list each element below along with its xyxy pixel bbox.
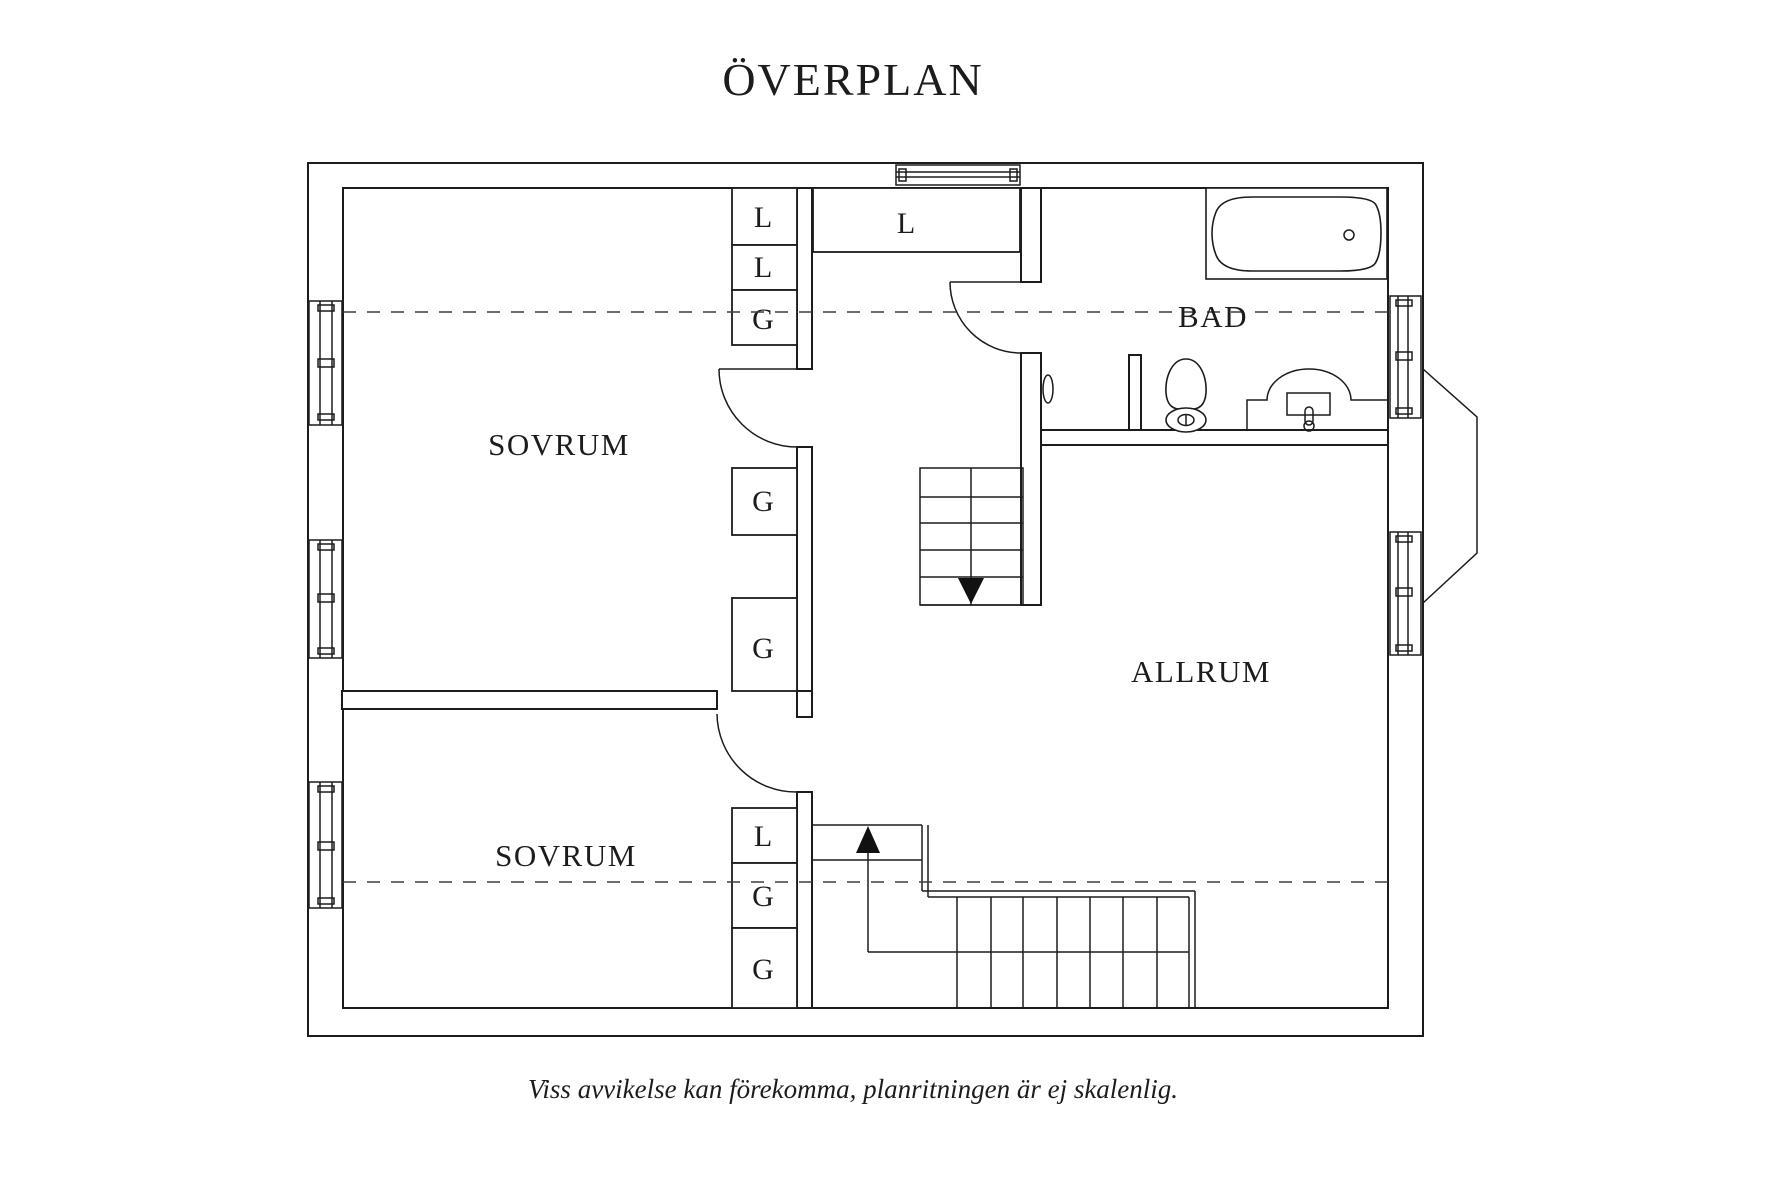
exterior-walls xyxy=(307,162,1424,1037)
stairs-up-arrow xyxy=(856,826,880,853)
interior-walls xyxy=(341,187,1389,1009)
room-label-bathroom: BAD xyxy=(1178,299,1248,334)
wall-bedroom-divider xyxy=(341,690,718,710)
wall-divider-stub xyxy=(796,690,813,718)
chimney-bay xyxy=(1422,368,1478,604)
door-arc-bathroom xyxy=(949,281,1022,354)
page-title: ÖVERPLAN xyxy=(722,54,983,105)
stairs-up xyxy=(812,824,1196,1008)
toilet xyxy=(1165,358,1207,433)
window-right-top xyxy=(1389,295,1422,419)
closet-label: L xyxy=(897,207,915,240)
bathroom-partition xyxy=(1128,354,1142,431)
closets-mid-column: G G xyxy=(731,467,798,692)
stairs-down-arrow xyxy=(958,578,984,604)
closet-label: L xyxy=(754,251,772,284)
room-label-living-room: ALLRUM xyxy=(1131,654,1271,689)
disclaimer-text: Viss avvikelse kan förekomma, planritnin… xyxy=(528,1074,1178,1104)
washbasin-niche xyxy=(1246,368,1387,432)
doors xyxy=(716,281,1054,793)
wall-bath-west-upper xyxy=(1020,187,1042,283)
bathtub-drain xyxy=(1343,229,1355,241)
closets-bottom-column: L G G xyxy=(731,807,798,1009)
wall-bath-west-lower xyxy=(1020,352,1042,606)
closet-label: G xyxy=(752,880,774,913)
wall-bath-south xyxy=(1040,429,1389,446)
wall-closet-top xyxy=(796,187,813,370)
wall-closet-bottom xyxy=(796,791,813,1009)
door-handle-detail xyxy=(1042,374,1054,404)
window-top xyxy=(895,164,1021,186)
door-arc-bedroom-top xyxy=(718,368,798,448)
closet-label: L xyxy=(754,201,772,234)
washbasin-faucet xyxy=(1304,406,1314,426)
room-label-bedroom-top: SOVRUM xyxy=(488,427,630,462)
window-left-middle xyxy=(308,539,343,659)
wall-closet-mid xyxy=(796,446,813,692)
stairs-down xyxy=(919,467,1041,606)
closet-label: L xyxy=(754,820,772,853)
closet-label: G xyxy=(752,485,774,518)
closet-label: G xyxy=(752,303,774,336)
washbasin-mirror xyxy=(1286,392,1331,416)
room-label-bedroom-bottom: SOVRUM xyxy=(495,838,637,873)
closet-label: G xyxy=(752,953,774,986)
section-dashed-lines xyxy=(343,311,1388,883)
hall-closet: L xyxy=(812,187,1021,253)
window-right-bottom xyxy=(1389,531,1422,656)
bathtub xyxy=(1205,187,1388,280)
closets-top-column: L L G xyxy=(731,187,798,346)
door-arc-bedroom-bottom xyxy=(716,713,798,793)
window-left-top xyxy=(308,300,343,426)
window-left-bottom xyxy=(308,781,343,909)
closet-label: G xyxy=(752,632,774,665)
